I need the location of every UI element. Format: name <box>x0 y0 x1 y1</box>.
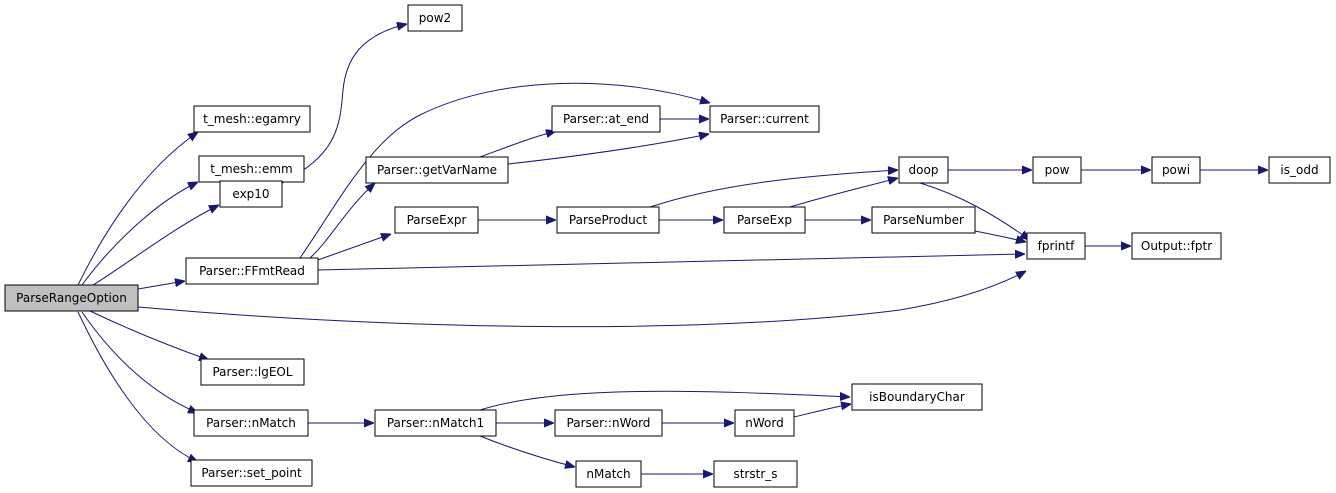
node-label: doop <box>909 163 939 177</box>
node-label: powi <box>1162 163 1190 177</box>
node-label: Parser::getVarName <box>377 163 497 177</box>
node-label: Parser::current <box>720 112 809 126</box>
node-parserangeoption[interactable]: ParseRangeOption <box>4 284 139 312</box>
edge-parseproduct-to-doop <box>649 170 898 208</box>
node-label: t_mesh::egamry <box>203 112 301 126</box>
node-label: ParseExp <box>737 213 792 227</box>
node-label: t_mesh::emm <box>210 162 292 176</box>
edge-ffmtread-to-current <box>299 82 710 259</box>
edge-ffmtread-to-fprintf <box>317 254 1025 271</box>
edge-doop-to-fprintf <box>919 182 1030 240</box>
node-nword[interactable]: nWord <box>734 409 795 437</box>
node-label: strstr_s <box>733 467 777 481</box>
edge-parserangeoption-to-fprintf <box>137 271 1026 328</box>
edge-nmatch1-to-isboundarychar <box>479 390 850 411</box>
edge-parseexp-to-doop <box>789 178 898 208</box>
edge-parsenumber-to-fprintf <box>974 230 1026 242</box>
node-label: Parser::lgEOL <box>212 365 292 379</box>
node-emm[interactable]: t_mesh::emm <box>198 155 305 183</box>
node-parsenumber[interactable]: ParseNumber <box>871 206 976 234</box>
edge-parserangeoption-to-emm <box>81 182 198 286</box>
node-label: Parser::nMatch <box>206 416 296 430</box>
node-label: ParseRangeOption <box>16 291 127 305</box>
node-getvarname[interactable]: Parser::getVarName <box>365 156 509 184</box>
edge-ffmtread-to-getvarname <box>309 183 375 259</box>
call-edges <box>77 24 1268 474</box>
node-label: Parser::FFmtRead <box>199 264 305 278</box>
edge-parserangeoption-to-ffmtread <box>137 281 185 290</box>
edge-parserangeoption-to-set-point <box>77 311 198 462</box>
node-label: pow2 <box>419 11 451 25</box>
node-egamry[interactable]: t_mesh::egamry <box>193 105 311 133</box>
function-nodes: ParseRangeOption pow2 t_mesh::egamry t_m… <box>4 4 1331 488</box>
node-isboundarychar[interactable]: isBoundaryChar <box>851 383 983 411</box>
node-strstr-s[interactable]: strstr_s <box>713 460 798 488</box>
edge-parserangeoption-to-exp10 <box>89 205 219 288</box>
edge-parserangeoption-to-egamry <box>77 132 198 286</box>
node-label: ParseExpr <box>407 213 467 227</box>
node-label: Output::fptr <box>1141 239 1212 253</box>
node-parseproduct[interactable]: ParseProduct <box>556 206 660 234</box>
node-label: nWord <box>745 416 783 430</box>
node-nmatch1[interactable]: Parser::nMatch1 <box>374 409 497 437</box>
edge-nword-to-isboundarychar <box>793 404 851 418</box>
edge-parserangeoption-to-nmatch-parser <box>81 311 198 413</box>
node-fptr[interactable]: Output::fptr <box>1131 232 1222 260</box>
node-nmatch-parser[interactable]: Parser::nMatch <box>193 409 309 437</box>
node-label: Parser::nWord <box>567 416 651 430</box>
edge-exp10-to-pow2 <box>281 24 407 184</box>
node-pow2[interactable]: pow2 <box>407 4 463 32</box>
edge-nmatch1-to-nmatch <box>479 435 575 467</box>
node-label: ParseProduct <box>569 213 647 227</box>
node-label: ParseNumber <box>883 213 964 227</box>
node-is-odd[interactable]: is_odd <box>1268 156 1331 184</box>
node-doop[interactable]: doop <box>898 156 949 184</box>
node-label: Parser::nMatch1 <box>387 416 484 430</box>
node-at-end[interactable]: Parser::at_end <box>551 105 661 133</box>
edge-parserangeoption-to-lgeol <box>89 310 209 360</box>
node-powi[interactable]: powi <box>1151 156 1201 184</box>
node-label: nMatch <box>586 467 630 481</box>
node-label: is_odd <box>1280 163 1318 177</box>
edge-ffmtread-to-parseexpr <box>317 234 391 261</box>
node-parseexp[interactable]: ParseExp <box>723 206 806 234</box>
edge-getvarname-to-current <box>507 134 709 165</box>
node-label: fprintf <box>1038 239 1075 253</box>
node-nword-parser[interactable]: Parser::nWord <box>554 409 663 437</box>
edge-getvarname-to-at-end <box>479 131 556 158</box>
node-fprintf[interactable]: fprintf <box>1026 232 1086 260</box>
node-label: exp10 <box>232 187 269 201</box>
node-label: pow <box>1045 163 1070 177</box>
node-exp10[interactable]: exp10 <box>219 180 283 208</box>
node-ffmtread[interactable]: Parser::FFmtRead <box>185 257 319 285</box>
node-label: Parser::set_point <box>201 466 302 480</box>
node-label: isBoundaryChar <box>869 390 965 404</box>
node-set-point[interactable]: Parser::set_point <box>190 459 313 487</box>
node-label: Parser::at_end <box>563 112 649 126</box>
node-lgeol[interactable]: Parser::lgEOL <box>200 358 305 386</box>
node-current[interactable]: Parser::current <box>709 105 820 133</box>
node-nmatch[interactable]: nMatch <box>575 460 642 488</box>
node-parseexpr[interactable]: ParseExpr <box>394 206 479 234</box>
node-pow[interactable]: pow <box>1032 156 1082 184</box>
